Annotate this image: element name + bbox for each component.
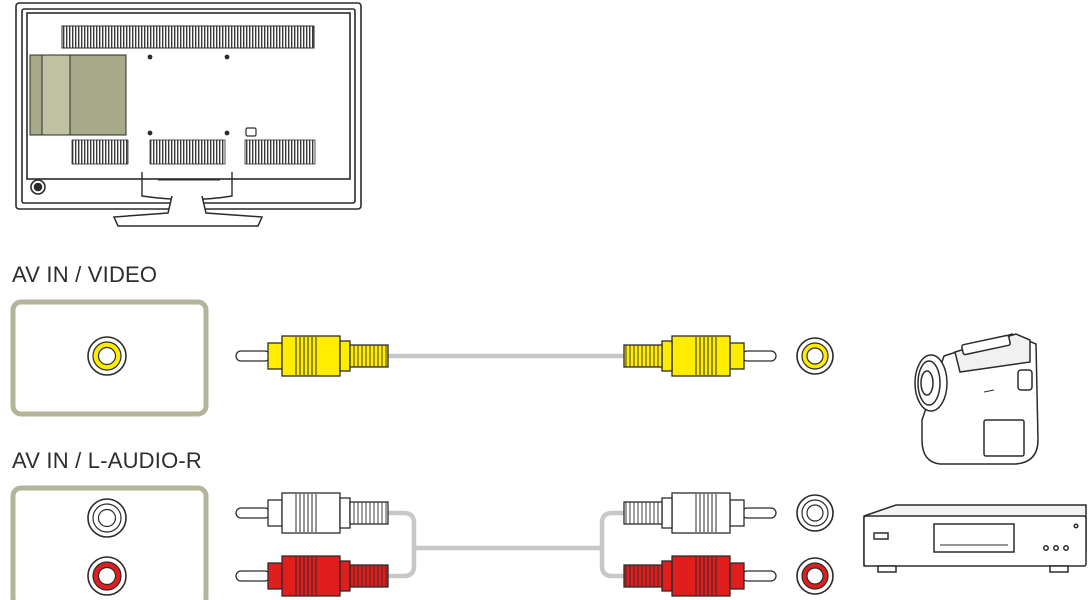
tv-audio-port-panel [10,485,209,600]
video-plug-tv-side [235,335,389,377]
audio-port-label: AV IN / L-AUDIO-R [12,448,203,473]
video-plug-device-side [623,335,777,377]
audio-cable-right [388,548,417,579]
cables [388,353,626,579]
audio-cable-left [388,510,417,548]
camcorder-icon [914,333,1039,465]
dvd-player-icon [863,504,1087,573]
audio-right-plug-device-side [623,555,777,597]
tv-video-port-panel [10,299,209,417]
rca-plugs [235,335,777,597]
video-port-label: AV IN / VIDEO [12,262,158,287]
tv-rear-icon [15,2,362,227]
audio-left-plug-device-side [623,492,777,534]
device-jacks [796,337,834,595]
audio-left-plug-tv-side [235,492,389,534]
audio-right-plug-tv-side [235,555,389,597]
